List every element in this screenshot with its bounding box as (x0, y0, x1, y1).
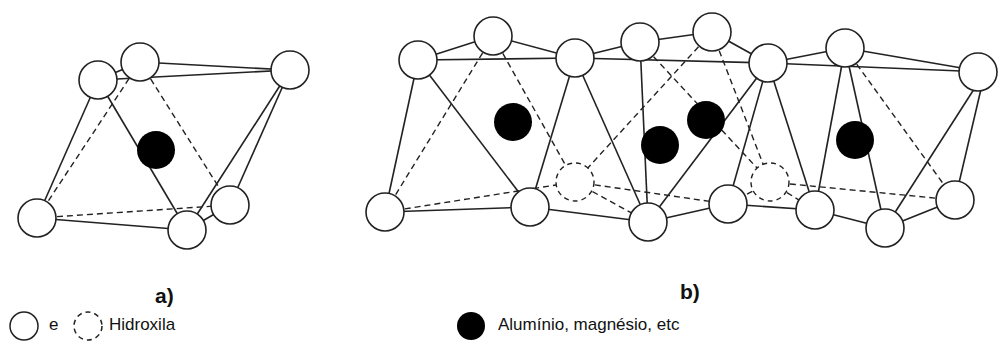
octahedral-sheet-b-dashed (385, 32, 955, 222)
legend-conjunction: e (49, 315, 58, 335)
figure-label: a) (155, 284, 174, 308)
figure-label: b) (680, 280, 700, 304)
hydroxyl (18, 13, 997, 249)
hydroxyl-hidden (556, 163, 789, 201)
octahedron-a-edges (37, 62, 290, 230)
legend-samples (10, 312, 102, 340)
legend-text: Hidroxila (109, 315, 175, 335)
legend-swatch (457, 312, 485, 340)
legend-text: Alumínio, magnésio, etc (498, 315, 679, 335)
octahedral-sheet-b-edges (385, 32, 985, 228)
metal-atom (137, 101, 874, 169)
